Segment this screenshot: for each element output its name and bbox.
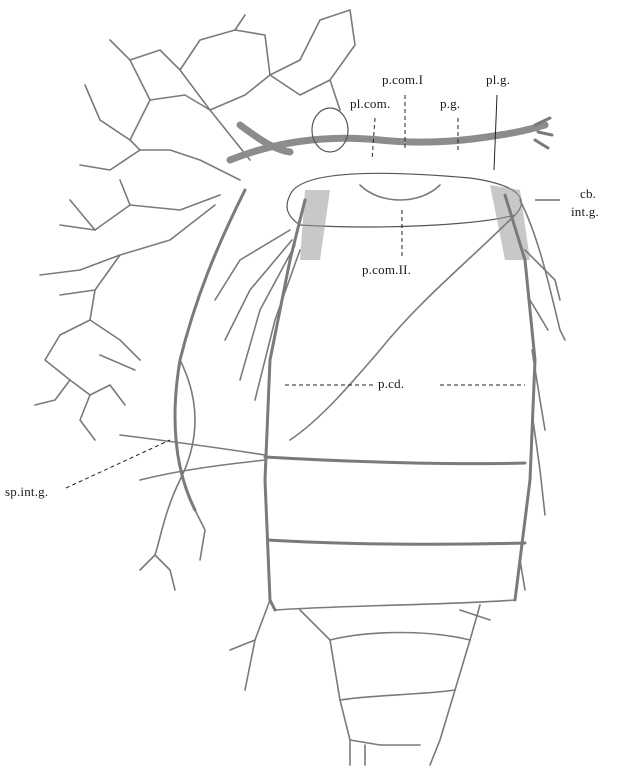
label-pl-com: pl.com. bbox=[350, 96, 390, 112]
left-lateral-nerve bbox=[120, 190, 300, 590]
label-pl-g: pl.g. bbox=[486, 72, 510, 88]
anterior-commissure-band bbox=[230, 108, 552, 160]
posterior-network bbox=[230, 600, 490, 765]
label-p-g: p.g. bbox=[440, 96, 460, 112]
label-cb: cb. bbox=[580, 186, 596, 202]
label-leaders bbox=[66, 95, 560, 488]
label-int-g: int.g. bbox=[571, 204, 599, 220]
label-p-com-I: p.com.I bbox=[382, 72, 423, 88]
transverse-commissures bbox=[265, 457, 525, 610]
label-p-com-II: p.com.II. bbox=[362, 262, 411, 278]
pedal-cords bbox=[265, 185, 535, 610]
label-sp-int-g: sp.int.g. bbox=[5, 484, 48, 500]
label-p-cd: p.cd. bbox=[378, 376, 404, 392]
